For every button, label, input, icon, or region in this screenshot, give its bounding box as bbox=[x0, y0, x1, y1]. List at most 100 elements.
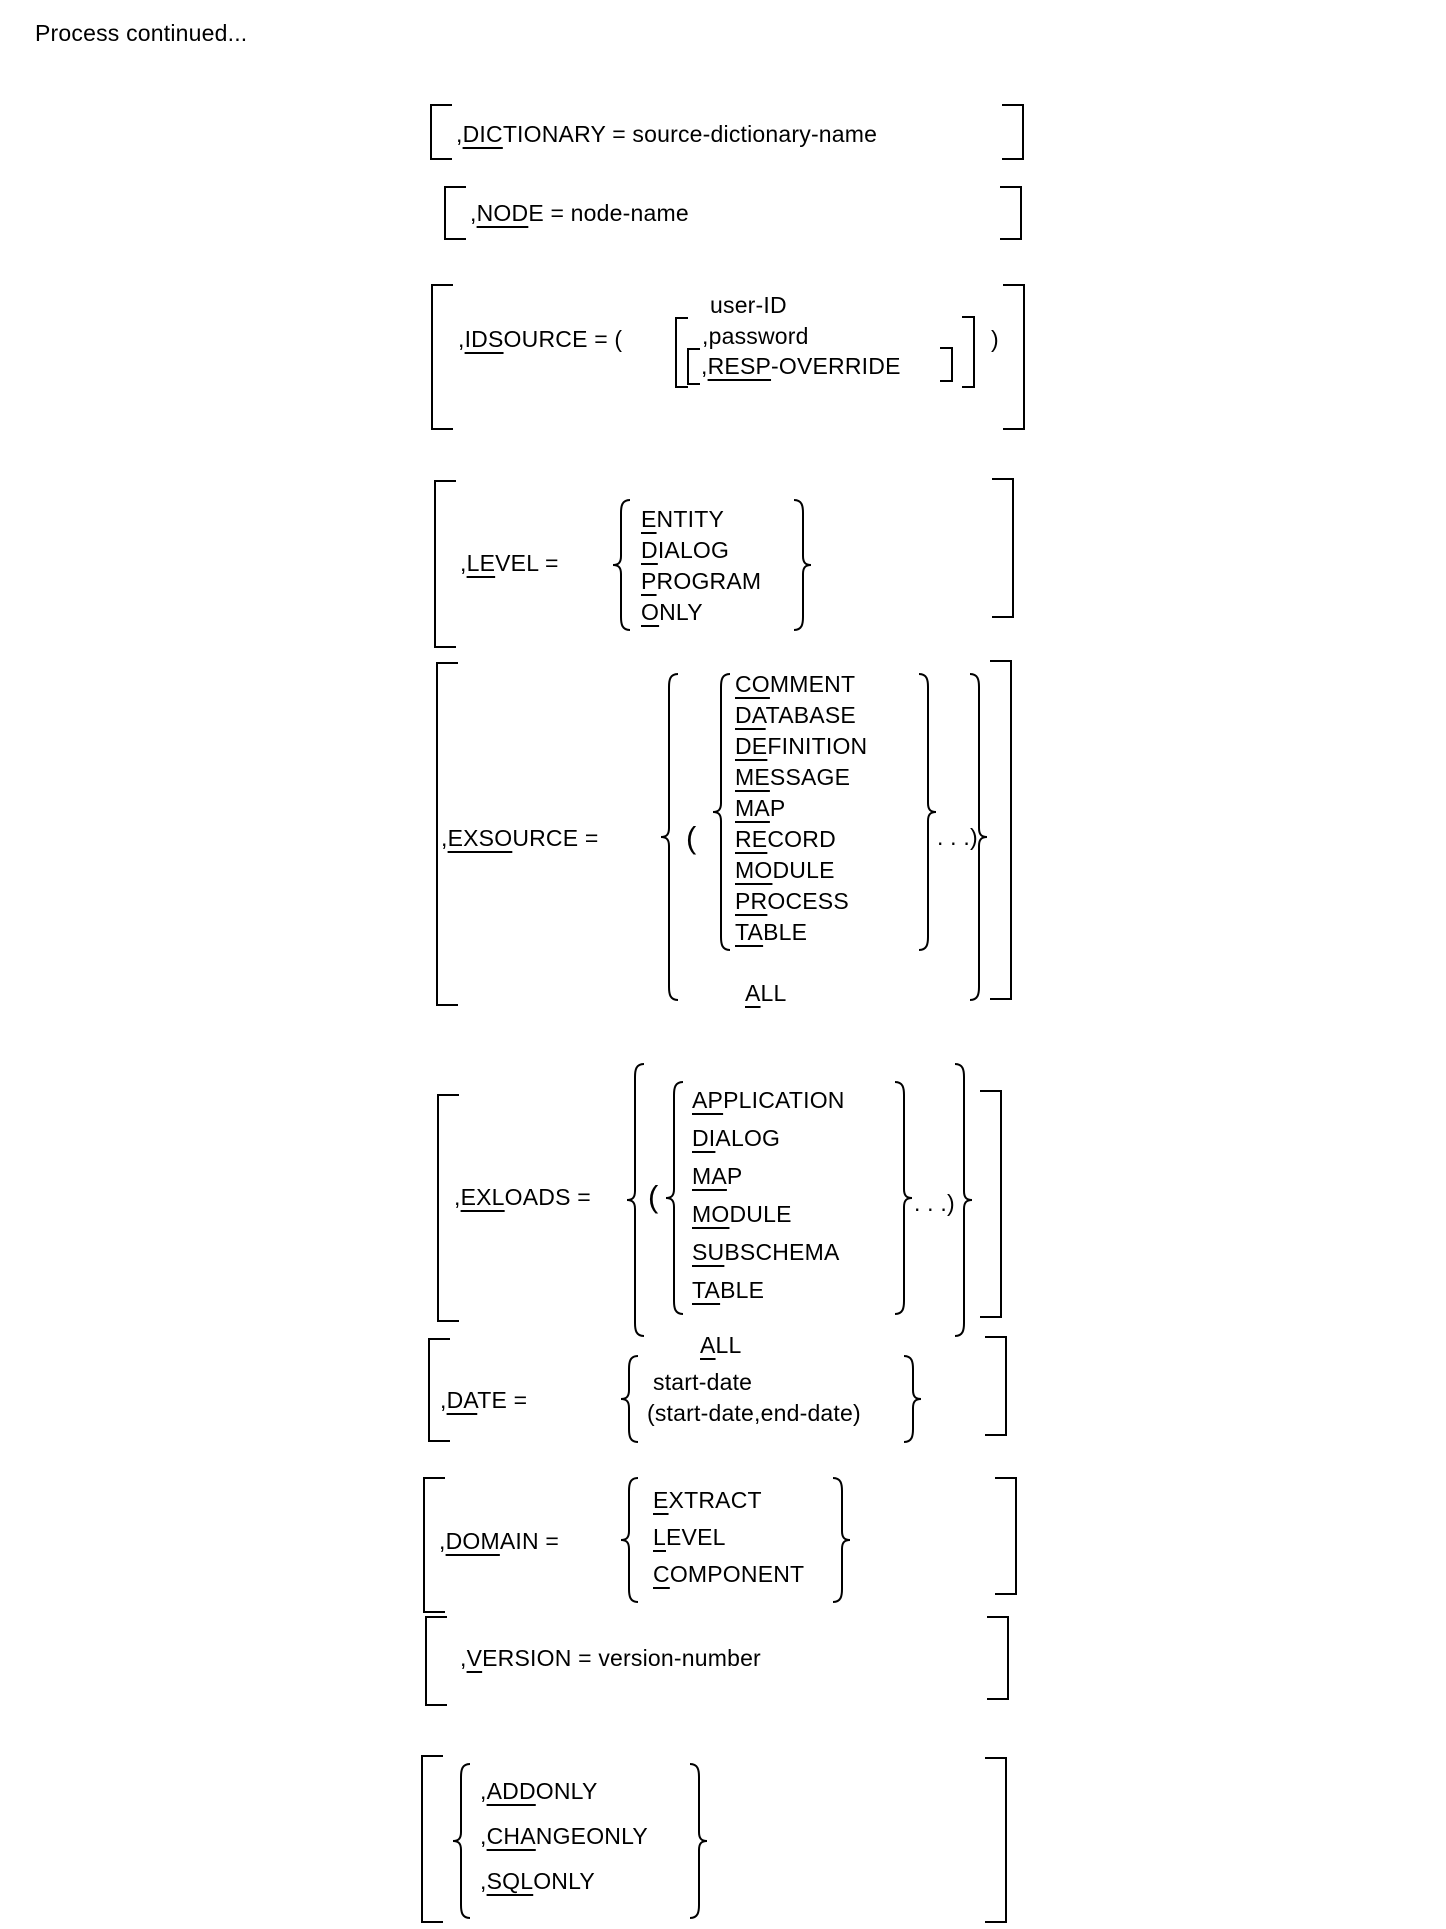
exsource-rest: URCE = bbox=[512, 825, 599, 851]
entity-abbrev: E bbox=[641, 506, 657, 532]
message-abbrev: ME bbox=[735, 764, 770, 790]
record-rest: CORD bbox=[767, 826, 836, 852]
exloads-table-abbrev: TA bbox=[692, 1277, 721, 1303]
exloads-module-abbrev: MO bbox=[692, 1201, 730, 1227]
level-rest: VEL = bbox=[495, 550, 559, 576]
exloads-dialog-rest: ALOG bbox=[715, 1125, 781, 1151]
option-exsource-all: ALL bbox=[745, 980, 787, 1006]
keyword-resp-override: ,RESP-OVERRIDE bbox=[701, 353, 901, 379]
only-abbrev: O bbox=[641, 599, 660, 625]
option-process: PROCESS bbox=[735, 888, 849, 914]
open-bracket-node bbox=[444, 186, 466, 240]
definition-abbrev: DE bbox=[735, 733, 768, 759]
option-definition: DEFINITION bbox=[735, 733, 867, 759]
component-abbrev: C bbox=[653, 1561, 670, 1587]
subschema-abbrev: SU bbox=[692, 1239, 725, 1265]
table-rest: BLE bbox=[763, 919, 808, 945]
close-brace-domain bbox=[829, 1476, 855, 1604]
open-bracket-domain bbox=[423, 1477, 445, 1613]
changeonly-rest: NGEONLY bbox=[535, 1823, 648, 1849]
exsource-repeat-close: . . .) bbox=[937, 824, 978, 850]
sqlonly-abbrev: SQL bbox=[486, 1868, 534, 1894]
exloads-module-rest: DULE bbox=[729, 1201, 792, 1227]
exloads-abbrev: EXL bbox=[460, 1184, 505, 1210]
extract-abbrev: E bbox=[653, 1487, 669, 1513]
option-exloads-all: ALL bbox=[700, 1332, 742, 1358]
option-map: MAP bbox=[735, 795, 785, 821]
dialog-abbrev: D bbox=[641, 537, 658, 563]
open-brace-date bbox=[616, 1354, 642, 1444]
map-rest: P bbox=[769, 795, 786, 821]
option-sqlonly: ,SQLONLY bbox=[480, 1868, 595, 1894]
close-brace-exsource-outer bbox=[966, 672, 992, 1002]
close-brace-exloads-list bbox=[891, 1080, 917, 1316]
exloads-comma: , bbox=[454, 1184, 461, 1210]
close-brace-exloads-outer bbox=[951, 1062, 977, 1338]
entity-rest: NTITY bbox=[656, 506, 724, 532]
node-rest: E = node-name bbox=[528, 200, 689, 226]
module-rest: DULE bbox=[772, 857, 835, 883]
process-abbrev: PR bbox=[735, 888, 768, 914]
option-comment: COMMENT bbox=[735, 671, 855, 697]
idsource-close-paren: ) bbox=[991, 326, 999, 352]
application-rest: PLICATION bbox=[723, 1087, 845, 1113]
open-bracket-flags bbox=[421, 1755, 443, 1923]
domain-rest: AIN = bbox=[499, 1528, 560, 1554]
open-brace-exloads-list bbox=[661, 1080, 687, 1316]
node-comma: , bbox=[470, 200, 477, 226]
open-brace-domain bbox=[616, 1476, 642, 1604]
open-brace-exsource-list bbox=[708, 672, 734, 952]
version-abbrev: V bbox=[466, 1645, 483, 1671]
exloads-open-paren: ( bbox=[648, 1179, 659, 1214]
addonly-abbrev: ADD bbox=[486, 1778, 536, 1804]
open-bracket-date bbox=[428, 1338, 450, 1442]
dictionary-rest: TIONARY = source-dictionary-name bbox=[502, 121, 878, 147]
table-abbrev: TA bbox=[735, 919, 764, 945]
password-comma: , bbox=[702, 323, 709, 349]
exloads-all-abbrev: A bbox=[700, 1332, 716, 1358]
option-record: RECORD bbox=[735, 826, 836, 852]
open-bracket-dictionary bbox=[430, 104, 452, 160]
close-bracket-level bbox=[992, 478, 1014, 618]
domain-comma: , bbox=[439, 1528, 446, 1554]
close-bracket-exloads bbox=[980, 1090, 1002, 1318]
open-bracket-resp-override bbox=[687, 348, 700, 385]
level-comma: , bbox=[460, 550, 467, 576]
keyword-dictionary: ,DICTIONARY = source-dictionary-name bbox=[456, 121, 877, 147]
exsource-all-rest: LL bbox=[760, 980, 787, 1006]
option-exloads-module: MODULE bbox=[692, 1201, 792, 1227]
extract-rest: XTRACT bbox=[668, 1487, 762, 1513]
keyword-version: ,VERSION = version-number bbox=[460, 1645, 761, 1671]
open-brace-exloads-outer bbox=[622, 1062, 648, 1338]
only-rest: NLY bbox=[659, 599, 703, 625]
addonly-comma: , bbox=[480, 1778, 487, 1804]
close-brace-level bbox=[790, 498, 816, 632]
exsource-open-paren: ( bbox=[686, 820, 697, 855]
definition-rest: FINITION bbox=[767, 733, 868, 759]
resp-comma: , bbox=[701, 353, 708, 379]
keyword-date: ,DATE = bbox=[440, 1387, 527, 1413]
record-abbrev: RE bbox=[735, 826, 768, 852]
option-message: MESSAGE bbox=[735, 764, 850, 790]
open-bracket-exsource bbox=[436, 662, 458, 1006]
map-abbrev: MA bbox=[735, 795, 770, 821]
option-entity: ENTITY bbox=[641, 506, 724, 532]
changeonly-abbrev: CHA bbox=[486, 1823, 536, 1849]
changeonly-comma: , bbox=[480, 1823, 487, 1849]
close-brace-date bbox=[900, 1354, 926, 1444]
domain-level-rest: EVEL bbox=[666, 1524, 726, 1550]
option-application: APPLICATION bbox=[692, 1087, 845, 1113]
exsource-abbrev: EXSO bbox=[447, 825, 513, 851]
exsource-all-abbrev: A bbox=[745, 980, 761, 1006]
keyword-exsource: ,EXSOURCE = bbox=[441, 825, 599, 851]
program-abbrev: P bbox=[641, 568, 657, 594]
operand-start-date: start-date bbox=[653, 1369, 753, 1395]
option-extract: EXTRACT bbox=[653, 1487, 762, 1513]
keyword-domain: ,DOMAIN = bbox=[439, 1528, 559, 1554]
open-brace-exsource-outer bbox=[656, 672, 682, 1002]
version-comma: , bbox=[460, 1645, 467, 1671]
level-abbrev: LE bbox=[466, 550, 496, 576]
date-rest: TE = bbox=[477, 1387, 528, 1413]
exloads-map-abbrev: MA bbox=[692, 1163, 727, 1189]
